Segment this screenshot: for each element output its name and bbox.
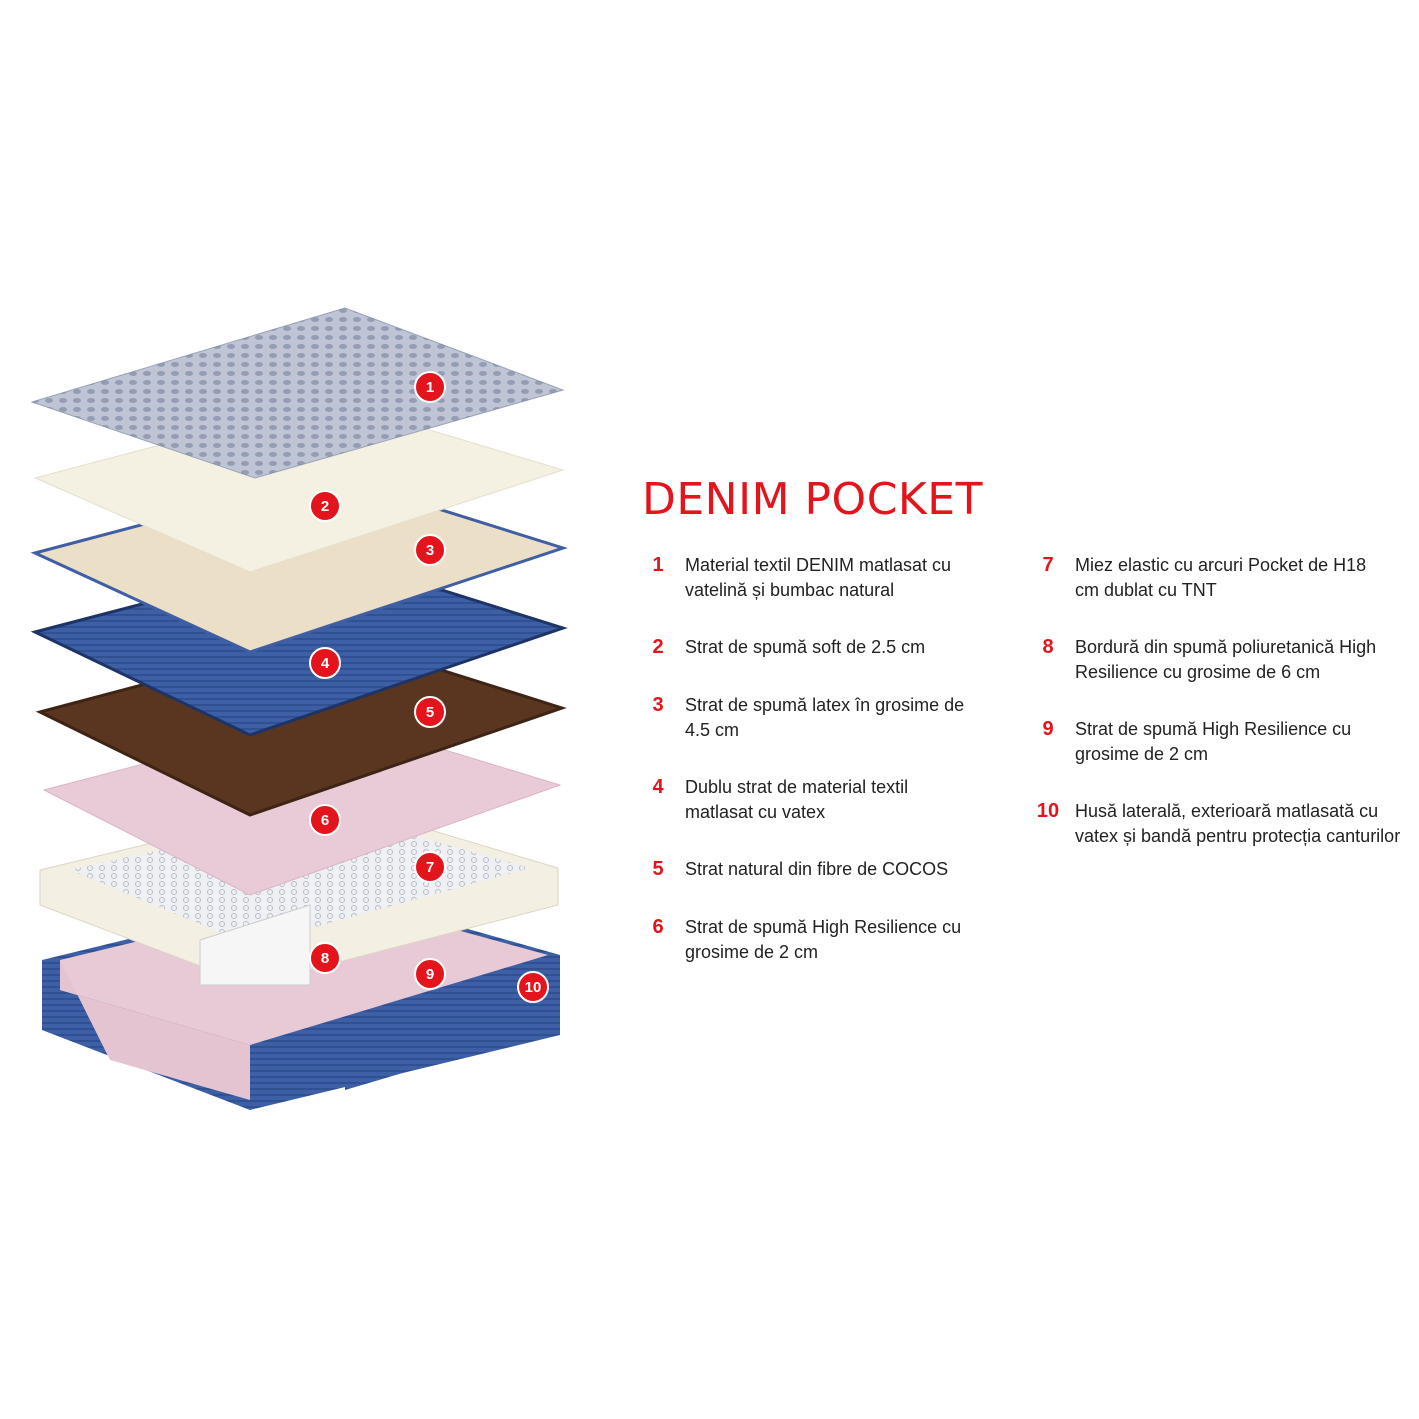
legend-number: 7	[1042, 554, 1054, 576]
legend-item-8: 8 Bordură din spumă poliuretanică High Re…	[1033, 635, 1380, 685]
legend-number: 10	[1036, 800, 1060, 822]
badge-5: 5	[414, 696, 446, 728]
legend-text: Material textil DENIM matlasat cu vateli…	[685, 555, 952, 600]
legend-text: Strat natural din fibre de COCOS	[685, 859, 949, 879]
svg-text:9: 9	[426, 966, 434, 983]
legend-number: 4	[652, 776, 664, 798]
svg-text:10: 10	[525, 979, 542, 996]
mattress-layers-diagram: 1 2 3 4 5 6 7 8 9 10	[30, 307, 568, 1110]
legend-item-4: 4 Dublu strat de material textil matlasat…	[643, 775, 945, 825]
svg-text:2: 2	[321, 498, 329, 515]
legend-number: 1	[652, 554, 664, 576]
legend-item-9: 9 Strat de spumă High Resilience cu grosi…	[1033, 717, 1370, 767]
svg-text:8: 8	[321, 950, 329, 967]
badge-1: 1	[414, 371, 446, 403]
legend-text: Strat de spumă High Resilience cu grosim…	[685, 917, 962, 962]
svg-text:4: 4	[321, 655, 330, 672]
legend-number: 8	[1042, 636, 1054, 658]
legend-text: Miez elastic cu arcuri Pocket de H18 cm …	[1075, 555, 1367, 600]
legend-text: Strat de spumă soft de 2.5 cm	[685, 637, 926, 657]
legend-number: 9	[1042, 718, 1054, 740]
legend-number: 6	[652, 916, 664, 938]
badge-9: 9	[414, 958, 446, 990]
layer-1	[30, 307, 565, 479]
badge-10: 10	[517, 971, 549, 1003]
legend-item-5: 5 Strat natural din fibre de COCOS	[643, 857, 985, 882]
legend-text: Dublu strat de material textil matlasat …	[685, 777, 909, 822]
badge-6: 6	[309, 804, 341, 836]
legend-text: Husă laterală, exterioară matlasată cu v…	[1075, 801, 1401, 846]
legend-item-6: 6 Strat de spumă High Resilience cu grosi…	[643, 915, 985, 965]
legend-number: 2	[652, 636, 664, 658]
legend-text: Strat de spumă latex în grosime de 4.5 c…	[685, 695, 965, 740]
svg-text:6: 6	[321, 812, 329, 829]
badge-4: 4	[309, 647, 341, 679]
legend-number: 5	[652, 858, 664, 880]
badge-3: 3	[414, 534, 446, 566]
legend-item-1: 1 Material textil DENIM matlasat cu vatel…	[643, 553, 985, 603]
legend-text: Strat de spumă High Resilience cu grosim…	[1075, 719, 1352, 764]
legend-item-7: 7 Miez elastic cu arcuri Pocket de H18 cm…	[1033, 553, 1385, 603]
svg-text:1: 1	[426, 379, 434, 396]
legend-text: Bordură din spumă poliuretanică High Res…	[1075, 637, 1377, 682]
svg-text:5: 5	[426, 704, 434, 721]
badge-2: 2	[309, 490, 341, 522]
badge-8: 8	[309, 942, 341, 974]
legend-item-3: 3 Strat de spumă latex în grosime de 4.5 …	[643, 693, 985, 743]
legend-number: 3	[652, 694, 664, 716]
svg-text:7: 7	[426, 859, 434, 876]
product-title: DENIM POCKET	[642, 474, 983, 526]
svg-text:3: 3	[426, 542, 434, 559]
legend-item-2: 2 Strat de spumă soft de 2.5 cm	[643, 635, 985, 660]
badge-7: 7	[414, 851, 446, 883]
legend-item-10: 10 Husă laterală, exterioară matlasată cu…	[1033, 799, 1405, 849]
